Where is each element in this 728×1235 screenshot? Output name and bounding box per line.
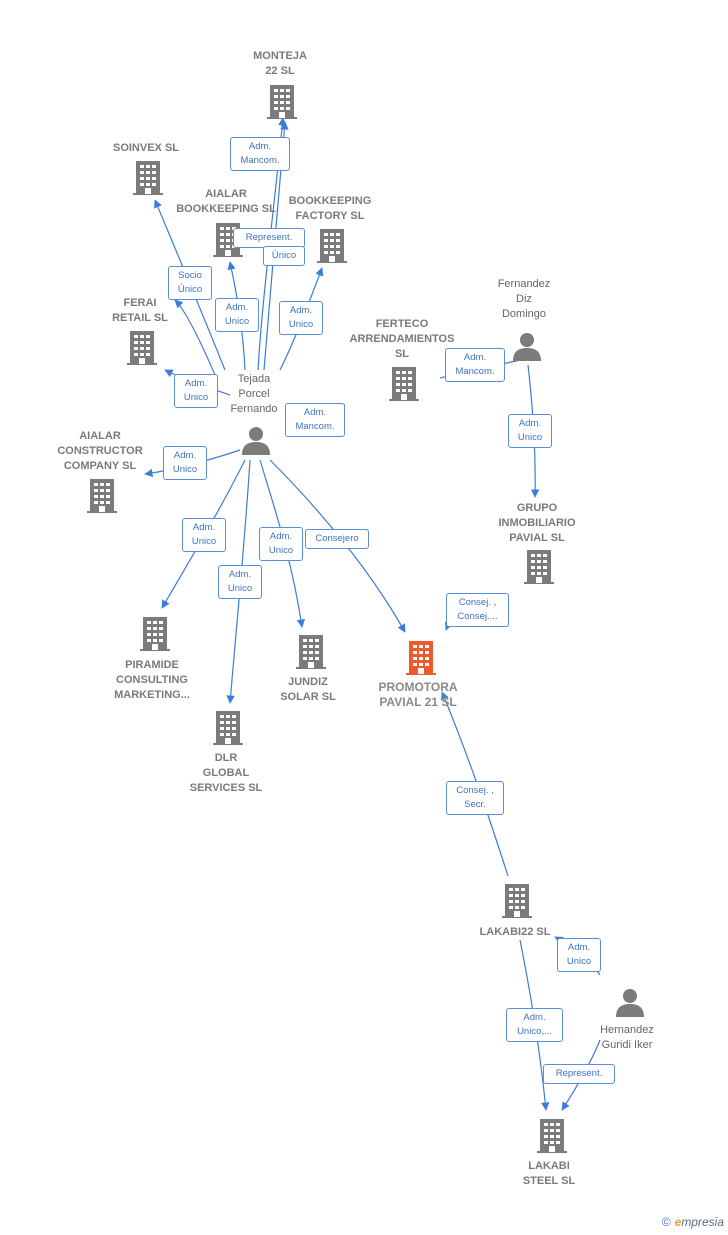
person-icon (513, 333, 541, 361)
node-promotora[interactable]: PROMOTORA PAVIAL 21 SL (378, 680, 458, 709)
edge-label-lakabi22-promotora[interactable]: Consej. , Secr. (446, 781, 504, 815)
building-icon-focus (406, 641, 436, 675)
node-dlr[interactable]: DLR GLOBAL SERVICES SL (189, 752, 263, 794)
edge-label-ferai[interactable]: Adm. Unico (174, 374, 218, 408)
node-grupo[interactable]: GRUPO INMOBILIARIO PAVIAL SL (498, 502, 576, 544)
edge-label-piramide[interactable]: Adm. Unico (182, 518, 226, 552)
building-icon (87, 479, 117, 513)
copyright-icon: © (661, 1215, 671, 1229)
building-icon (317, 229, 347, 263)
node-piramide[interactable]: PIRAMIDE CONSULTING MARKETING... (114, 659, 190, 701)
person-icon (242, 427, 270, 455)
edge-label-aialar-constr[interactable]: Adm. Unico (163, 446, 207, 480)
person-icon (616, 989, 644, 1017)
node-fernandez[interactable]: Fernandez Diz Domingo (497, 278, 551, 320)
node-ferai[interactable]: FERAI RETAIL SL (112, 297, 168, 324)
edge-label-fernandez-mancom[interactable]: Adm. Mancom. (445, 348, 505, 382)
building-icon (140, 617, 170, 651)
edge-label-socio[interactable]: Socio Único (168, 266, 212, 300)
building-icon (524, 550, 554, 584)
building-icon (267, 85, 297, 119)
node-jundiz[interactable]: JUNDIZ SOLAR SL (280, 676, 336, 703)
edge-label-represent-top[interactable]: Represent. (233, 228, 305, 248)
edge-label-dlr[interactable]: Adm. Unico (218, 565, 262, 599)
edge-label-lakabi22-steel[interactable]: Adm. Unico,... (506, 1008, 563, 1042)
building-icon (389, 367, 419, 401)
node-hernandez[interactable]: Hernandez Guridi Iker (600, 1024, 654, 1051)
edge-label-jundiz[interactable]: Adm. Unico (259, 527, 303, 561)
edges (144, 117, 601, 1111)
node-aialar-bookkeeping[interactable]: AIALAR BOOKKEEPING SL (176, 188, 276, 215)
edge-label-unico-top[interactable]: Único (263, 246, 305, 266)
edge-tejada-socio (174, 299, 216, 376)
brand-name: mpresia (681, 1215, 724, 1229)
node-lakabi-steel[interactable]: LAKABI STEEL SL (522, 1160, 576, 1187)
node-bookkeeping-factory[interactable]: BOOKKEEPING FACTORY SL (288, 195, 372, 222)
edge-label-monteja[interactable]: Adm. Mancom. (230, 137, 290, 171)
edge-label-hernandez-lakabi22[interactable]: Adm. Unico (557, 938, 601, 972)
brand-initial: e (674, 1215, 682, 1229)
edge-label-consejero[interactable]: Consejero (305, 529, 369, 549)
node-tejada[interactable]: Tejada Porcel Fernando (230, 373, 278, 415)
edge-label-hernandez-steel[interactable]: Represent. (543, 1064, 615, 1084)
node-monteja[interactable]: MONTEJA 22 SL (253, 50, 307, 77)
building-icon (213, 711, 243, 745)
building-icon (296, 635, 326, 669)
building-icon (133, 161, 163, 195)
building-icon (537, 1119, 567, 1153)
node-lakabi22[interactable]: LAKABI22 SL (479, 926, 551, 938)
building-icon (502, 884, 532, 918)
edge-label-mancom-mid[interactable]: Adm. Mancom. (285, 403, 345, 437)
edge-label-aialar-bk[interactable]: Adm. Unico (215, 298, 259, 332)
edge-label-fernandez-grupo[interactable]: Adm. Unico (508, 414, 552, 448)
footer-brand[interactable]: ©empresia (662, 1215, 724, 1229)
node-soinvex[interactable]: SOINVEX SL (112, 142, 180, 154)
edge-label-grupo-promotora[interactable]: Consej. , Consej.... (446, 593, 509, 627)
edge-label-bk-factory[interactable]: Adm. Unico (279, 301, 323, 335)
node-aialar-constructor[interactable]: AIALAR CONSTRUCTOR COMPANY SL (57, 430, 143, 472)
node-ferteco[interactable]: FERTECO ARRENDAMIENTOS SL (349, 318, 455, 360)
building-icon (127, 331, 157, 365)
